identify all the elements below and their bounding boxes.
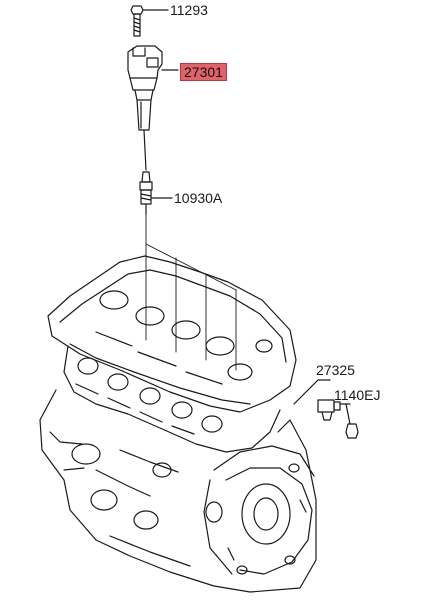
ignition-coil-part-number[interactable]: 27301 (180, 63, 227, 81)
spark-plug-part (139, 171, 173, 215)
bolt-part (130, 5, 169, 37)
sensor-part-number[interactable]: 27325 (316, 362, 355, 378)
sensor-bolt-part-number[interactable]: 1140EJ (334, 387, 381, 403)
guide-lines (145, 213, 237, 371)
engine-cam-cover (47, 255, 297, 413)
spark-plug-part-number[interactable]: 10930A (174, 190, 223, 206)
engine-block (39, 389, 317, 593)
flywheel-housing (203, 445, 315, 575)
engine-manifold-side (63, 345, 281, 453)
bolt-part-number[interactable]: 11293 (170, 2, 208, 18)
sensor-bolt-part (339, 403, 359, 439)
sensor-part (293, 379, 341, 421)
ignition-coil-part (127, 45, 179, 131)
